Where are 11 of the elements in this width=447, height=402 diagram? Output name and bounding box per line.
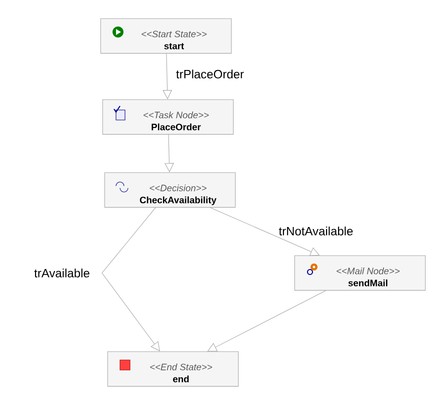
arrow xyxy=(102,207,160,352)
state-box: <<Start State>> start xyxy=(100,18,232,54)
state-box: <<Mail Node>> sendMail xyxy=(294,255,426,291)
state-box: <<End State>> end xyxy=(107,351,239,387)
state-box: <<Task Node>> PlaceOrder xyxy=(102,99,234,135)
edge-label: trPlaceOrder xyxy=(174,68,246,80)
state-box: <<Decision>> CheckAvailability xyxy=(104,172,236,208)
edge-label: trAvailable xyxy=(32,267,92,279)
edge-label: trNotAvailable xyxy=(277,225,355,237)
arrow xyxy=(162,53,172,100)
arrow xyxy=(164,134,174,172)
